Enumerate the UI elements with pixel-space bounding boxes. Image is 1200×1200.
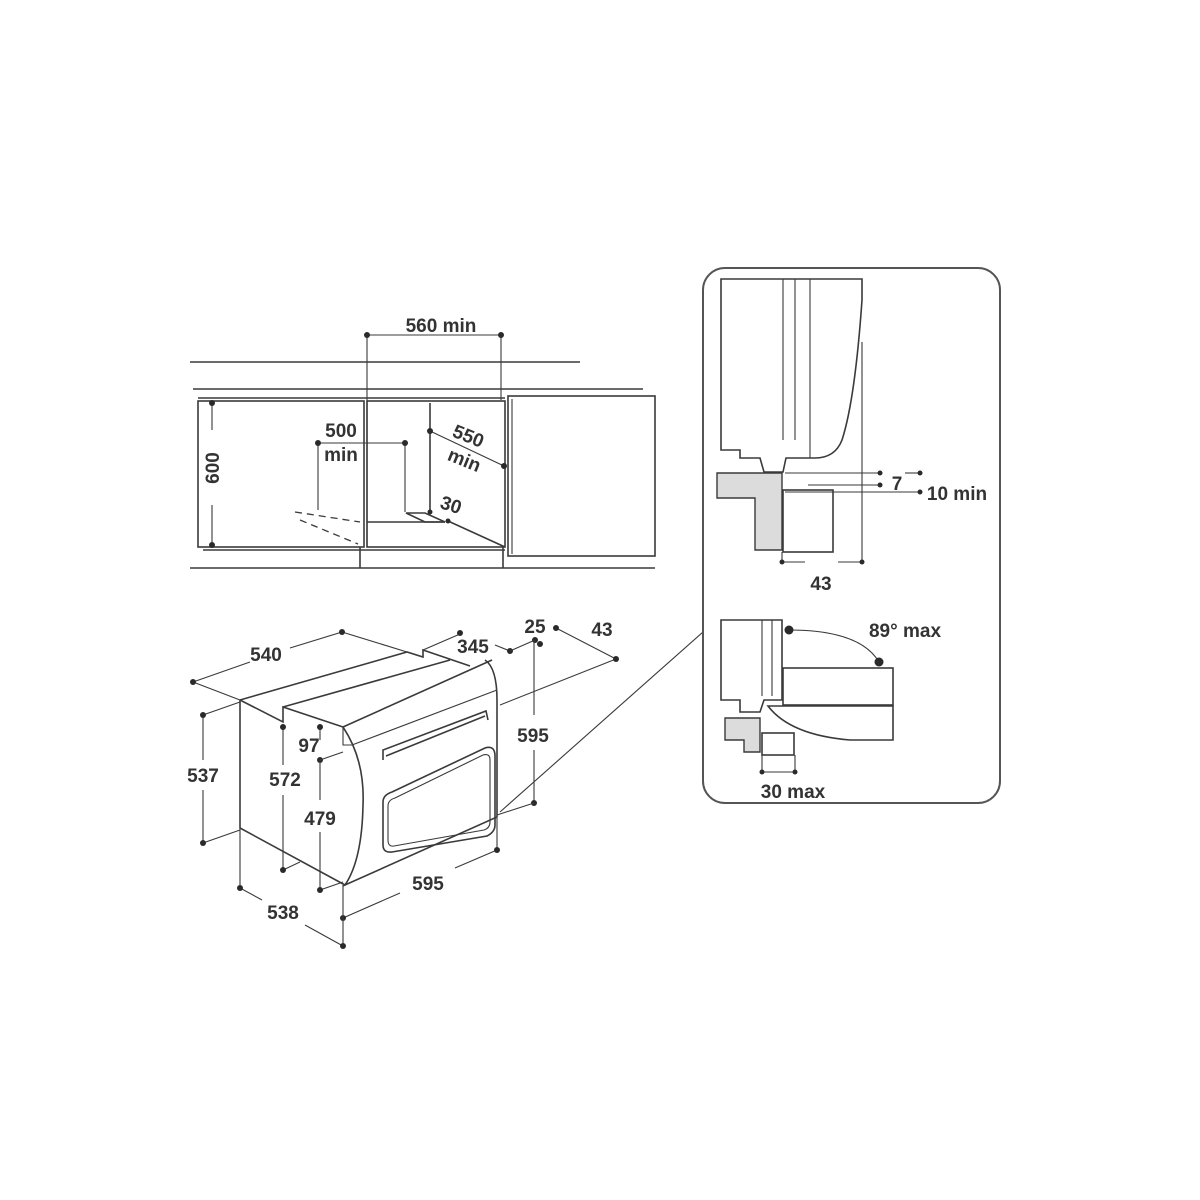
- cabinet-niche-drawing: [190, 361, 656, 569]
- label-gap: 30: [437, 493, 464, 520]
- label-door-height: 479: [304, 809, 336, 830]
- label-body-height: 572: [269, 770, 301, 791]
- label-top-segment: 345: [457, 637, 489, 658]
- label-side-height: 537: [187, 766, 219, 787]
- label-door-offset: 43: [810, 574, 831, 595]
- label-depth-top: 540: [250, 645, 282, 666]
- dimension-560-min: 560 min: [364, 316, 504, 547]
- label-panel-height: 97: [298, 736, 319, 757]
- label-front-depth: 25: [524, 617, 546, 638]
- detail-top-drawing: 7 10 min 43: [716, 278, 987, 595]
- dimension-500-min: 500 min: [315, 421, 408, 512]
- label-gap-small: 7: [892, 474, 903, 495]
- label-bottom-depth: 538: [267, 903, 299, 924]
- detail-panel: [702, 267, 1001, 804]
- label-depth-a-unit: min: [324, 445, 358, 466]
- label-front-height: 595: [517, 726, 549, 747]
- dimension-550-min: 550 min 30: [427, 421, 507, 524]
- label-door-depth: 43: [591, 620, 612, 641]
- label-front-width: 595: [412, 874, 444, 895]
- oven-isometric-drawing: [239, 648, 498, 887]
- oven-dimensions: 540 345 25 43 595 537 572 97 479: [187, 617, 704, 949]
- label-width-min: 560 min: [406, 316, 477, 337]
- label-depth-a-value: 500: [325, 421, 357, 442]
- detail-bottom-drawing: 89° max 30 max: [720, 619, 941, 803]
- label-angle-max: 89° max: [869, 621, 941, 642]
- dimension-600: 600: [203, 400, 224, 548]
- label-gap-min: 10 min: [927, 484, 987, 505]
- label-clearance-max: 30 max: [761, 782, 826, 803]
- label-height: 600: [203, 452, 224, 484]
